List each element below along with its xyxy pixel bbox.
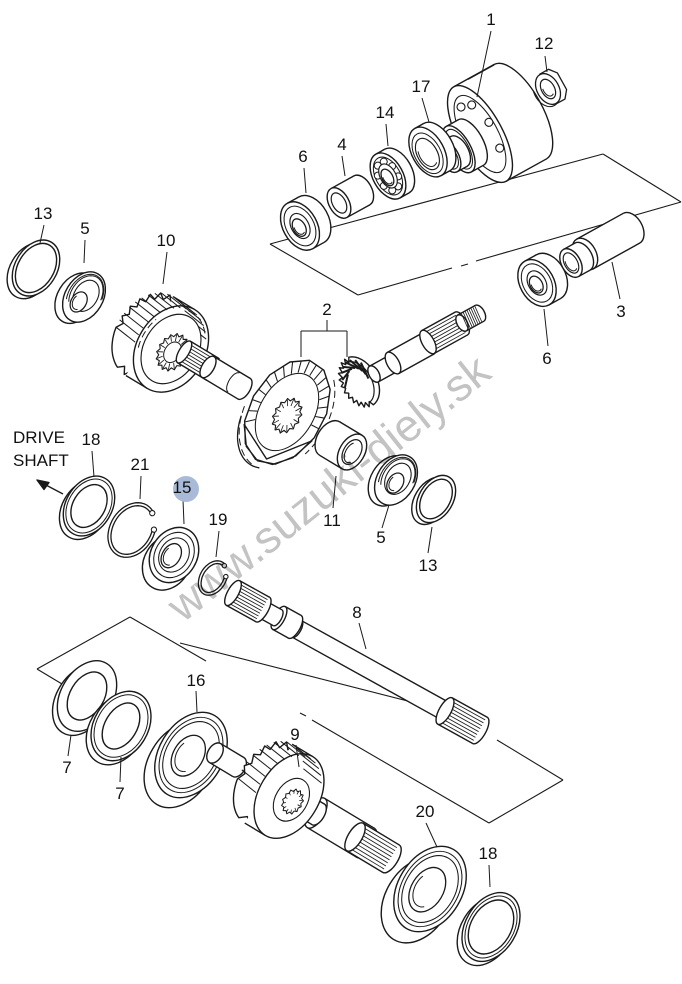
svg-text:9: 9	[290, 725, 299, 744]
svg-text:19: 19	[209, 510, 228, 529]
svg-text:21: 21	[131, 455, 150, 474]
svg-text:10: 10	[157, 231, 176, 250]
svg-text:7: 7	[62, 758, 71, 777]
svg-text:8: 8	[352, 603, 361, 622]
svg-text:18: 18	[479, 844, 498, 863]
svg-text:12: 12	[535, 34, 554, 53]
svg-text:18: 18	[82, 430, 101, 449]
svg-text:5: 5	[376, 528, 385, 547]
svg-text:4: 4	[337, 135, 346, 154]
svg-text:6: 6	[298, 147, 307, 166]
svg-text:7: 7	[115, 784, 124, 803]
svg-text:14: 14	[376, 103, 395, 122]
svg-text:3: 3	[616, 302, 625, 321]
svg-text:SHAFT: SHAFT	[13, 451, 69, 470]
svg-text:13: 13	[34, 204, 53, 223]
svg-text:13: 13	[419, 556, 438, 575]
svg-text:15: 15	[173, 478, 192, 497]
svg-text:DRIVE: DRIVE	[13, 428, 65, 447]
svg-text:11: 11	[323, 511, 341, 530]
svg-text:2: 2	[322, 300, 331, 319]
svg-text:17: 17	[412, 77, 431, 96]
svg-text:1: 1	[486, 10, 495, 29]
svg-text:16: 16	[187, 671, 206, 690]
svg-text:5: 5	[80, 219, 89, 238]
svg-text:6: 6	[542, 349, 551, 368]
svg-text:20: 20	[416, 802, 435, 821]
